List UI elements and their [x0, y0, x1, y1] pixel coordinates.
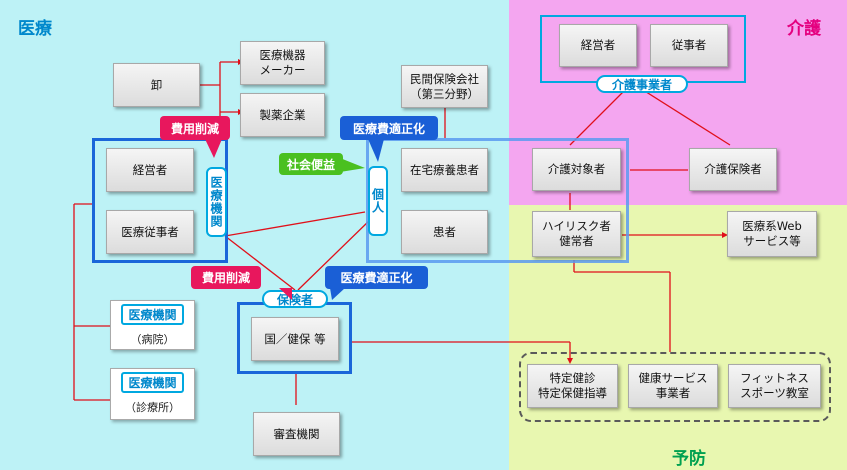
- prevention-region-title: 予防: [672, 449, 706, 469]
- private-insurer-node: 民間保険会社 （第三分野）: [401, 65, 488, 108]
- medical-institution-label: 医療機関: [206, 167, 227, 237]
- clinic-institution-sub: （診療所）: [125, 401, 180, 414]
- care-worker-node: 従事者: [650, 24, 728, 67]
- health-service-node: 健康サービス 事業者: [628, 364, 718, 408]
- social-benefit-tag: 社会便益: [279, 153, 343, 175]
- medical-region-title: 医療: [18, 19, 52, 39]
- review-org-node: 審査機関: [253, 412, 340, 456]
- clinic-institution: 医療機関 （診療所）: [110, 368, 195, 420]
- fitness-node: フィットネス スポーツ教室: [728, 364, 821, 408]
- national-health-node: 国／健保 等: [251, 317, 339, 361]
- cost-optimization-tag-top: 医療費適正化: [340, 116, 438, 140]
- hospital-institution: 医療機関 （病院）: [110, 300, 195, 350]
- care-region-title: 介護: [787, 19, 821, 39]
- care-manager-node: 経営者: [559, 24, 637, 67]
- manager-node: 経営者: [106, 148, 194, 192]
- cost-cut-tag-bottom: 費用削減: [191, 266, 261, 289]
- wholesale-node: 卸: [113, 63, 200, 107]
- cost-cut-tag-top: 費用削減: [160, 116, 230, 140]
- hospital-institution-title: 医療機関: [121, 304, 184, 325]
- individual-frame: [366, 138, 629, 263]
- insurer-label: 保険者: [262, 290, 328, 308]
- medical-web-node: 医療系Web サービス等: [727, 211, 817, 257]
- care-recipient-node: 介護対象者: [532, 148, 621, 191]
- hospital-institution-sub: （病院）: [130, 333, 175, 346]
- high-risk-node: ハイリスク者 健常者: [532, 211, 621, 257]
- clinic-institution-title: 医療機関: [121, 372, 184, 393]
- prevention-services-frame: [519, 352, 831, 422]
- cost-optimization-tag-bottom: 医療費適正化: [325, 266, 428, 289]
- patient-node: 患者: [401, 210, 488, 254]
- home-patient-node: 在宅療養患者: [401, 148, 488, 192]
- pharma-node: 製薬企業: [240, 93, 325, 137]
- individual-label: 個人: [368, 166, 388, 236]
- equipment-maker-node: 医療機器 メーカー: [240, 41, 325, 85]
- care-insurance-node: 介護保険者: [689, 148, 777, 191]
- checkup-node: 特定健診 特定保健指導: [527, 364, 618, 408]
- care-provider-label: 介護事業者: [596, 75, 688, 93]
- medical-staff-node: 医療従事者: [106, 210, 194, 254]
